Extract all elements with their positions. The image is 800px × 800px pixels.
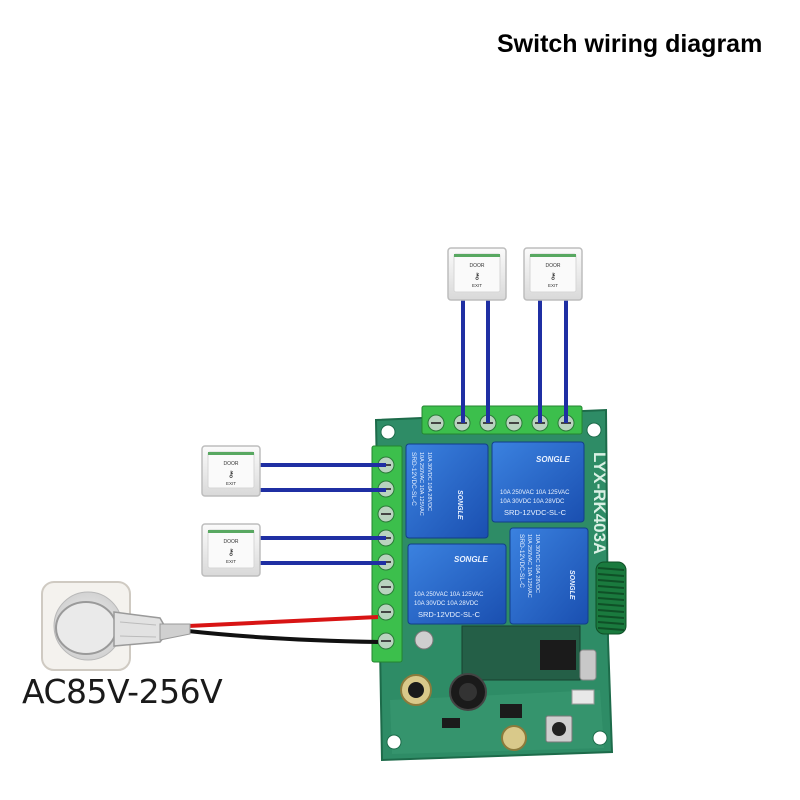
switch-label-bottom: EXIT (226, 559, 236, 564)
relay-3-rating1: 10A 250VAC 10A 125VAC (414, 592, 484, 598)
relay-3-brand: SONGLE (454, 555, 488, 564)
switch-label-top: DOOR (470, 263, 485, 269)
switch-label-top: DOOR (224, 539, 239, 545)
relay-3-model: SRD-12VDC-SL-C (418, 610, 481, 619)
relay-2-rating2: 10A 30VDC 10A 28VDC (500, 499, 565, 505)
exit-switch: DOOR ⚷ EXIT (447, 247, 507, 301)
relay-4: SONGLE 10A 250VAC 10A 125VAC 10A 30VDC 1… (509, 527, 589, 625)
left-terminal-screw (377, 603, 395, 621)
relay-4-brand: SONGLE (568, 570, 575, 600)
top-terminal-screw (427, 414, 445, 432)
relay-1: SONGLE 10A 250VAC 10A 125VAC 10A 30VDC 1… (405, 443, 489, 539)
relay-4-rating2: 10A 30VDC 10A 28VDC (534, 534, 540, 593)
switch-label-top: DOOR (546, 263, 561, 269)
exit-switch: DOOR ⚷ EXIT (201, 523, 261, 577)
exit-switch: DOOR ⚷ EXIT (523, 247, 583, 301)
board-marking: LYX-RK403A (590, 452, 609, 554)
antenna-coil (595, 561, 627, 635)
diagram-title: Switch wiring diagram (497, 30, 763, 58)
relay-1-model: SRD-12VDC-SL-C (410, 452, 417, 506)
relay-2-rating1: 10A 250VAC 10A 125VAC (500, 490, 570, 496)
key-icon: ⚷ (550, 271, 557, 281)
relay-1-rating1: 10A 250VAC 10A 125VAC (418, 452, 424, 516)
top-terminal-block (421, 405, 583, 435)
relay-2-brand: SONGLE (536, 455, 570, 464)
key-icon: ⚷ (228, 547, 235, 557)
switch-label-bottom: EXIT (548, 283, 558, 288)
board-components (400, 625, 597, 751)
switch-label-bottom: EXIT (472, 283, 482, 288)
relay-1-rating2: 10A 30VDC 10A 28VDC (426, 452, 432, 511)
left-terminal-block (371, 445, 403, 663)
relay-4-rating1: 10A 250VAC 10A 125VAC (526, 534, 532, 598)
power-voltage-label: AC85V-256V (22, 672, 223, 711)
switch-label-bottom: EXIT (226, 481, 236, 486)
key-icon: ⚷ (228, 469, 235, 479)
relay-1-brand: SONGLE (456, 490, 463, 520)
left-terminal-screw (377, 632, 395, 650)
switch-label-top: DOOR (224, 461, 239, 467)
live-wire (187, 615, 379, 628)
signal-wires (256, 300, 568, 565)
relay-4-model: SRD-12VDC-SL-C (518, 534, 525, 588)
exit-switch: DOOR ⚷ EXIT (201, 445, 261, 497)
key-icon: ⚷ (474, 271, 481, 281)
relay-3-rating2: 10A 30VDC 10A 28VDC (414, 601, 479, 607)
power-wires (187, 615, 379, 644)
relay-3: SONGLE 10A 250VAC 10A 125VAC 10A 30VDC 1… (407, 543, 507, 625)
neutral-wire (187, 629, 379, 644)
left-terminal-screw (377, 578, 395, 596)
relay-2-model: SRD-12VDC-SL-C (504, 508, 567, 517)
top-terminal-screw (505, 414, 523, 432)
power-plug (55, 601, 191, 655)
relay-2: SONGLE 10A 250VAC 10A 125VAC 10A 30VDC 1… (491, 441, 585, 523)
left-terminal-screw (377, 505, 395, 523)
